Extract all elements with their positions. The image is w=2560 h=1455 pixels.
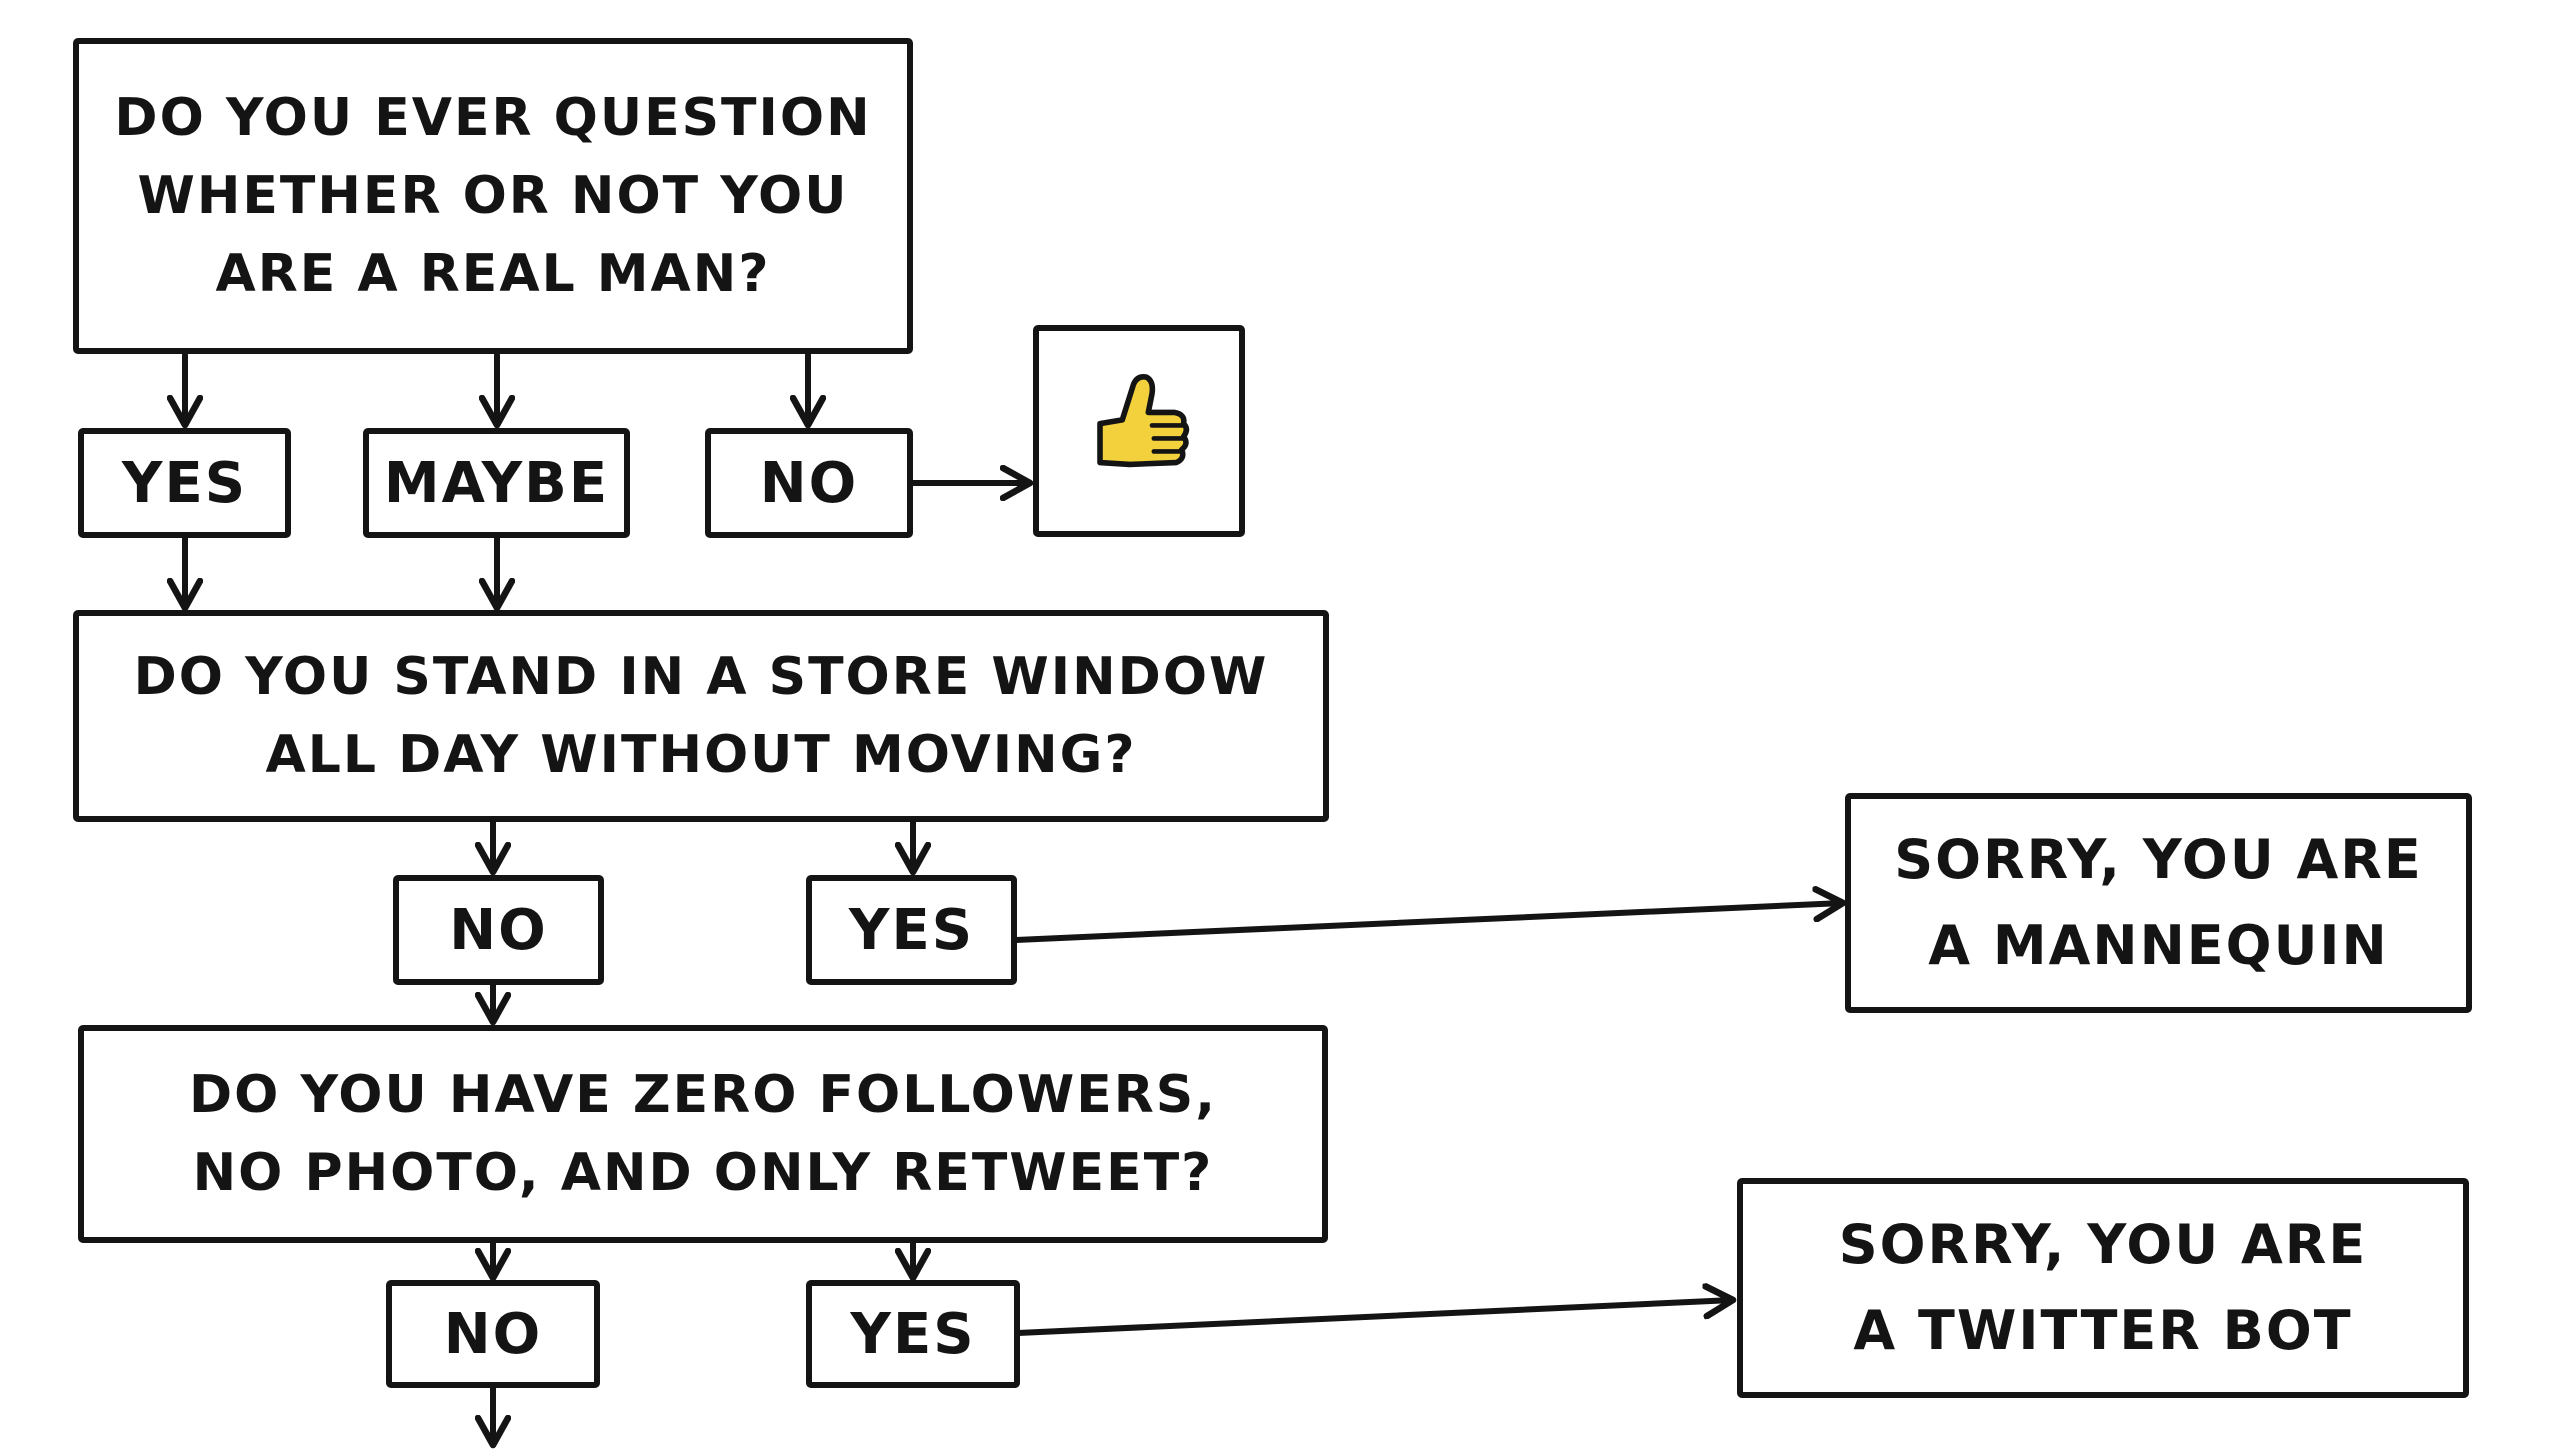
answer-yes-box: YES [78, 428, 291, 538]
answer-yes-label: YES [850, 1301, 976, 1367]
question-line: DO YOU EVER QUESTION [114, 88, 872, 148]
result-twitter-bot-text: SORRY, YOU ARE A TWITTER BOT [1839, 1202, 2367, 1375]
answer-no-label: NO [443, 1301, 543, 1367]
arrow-yes-to-bot [1015, 1300, 1733, 1336]
answer-no-box: NO [705, 428, 913, 538]
answer-no-label: NO [759, 450, 859, 516]
question-store-window-text: DO YOU STAND IN A STORE WINDOW ALL DAY W… [134, 638, 1269, 794]
question-line: ARE A REAL MAN? [215, 244, 771, 304]
thumbs-up-box [1033, 325, 1245, 537]
answer-yes-label: YES [848, 897, 975, 963]
result-mannequin-text: SORRY, YOU ARE A MANNEQUIN [1894, 817, 2422, 990]
result-line: A MANNEQUIN [1928, 914, 2389, 977]
answer-no-label: NO [449, 897, 548, 963]
answer-yes-box: YES [806, 875, 1017, 985]
arrow-yes-to-mannequin [1012, 903, 1843, 943]
answer-no-box: NO [386, 1280, 600, 1388]
answer-maybe-box: MAYBE [363, 428, 630, 538]
question-line: ALL DAY WITHOUT MOVING? [265, 725, 1137, 785]
question-real-man-box: DO YOU EVER QUESTION WHETHER OR NOT YOU … [73, 38, 913, 354]
result-line: SORRY, YOU ARE [1894, 827, 2423, 891]
question-line: NO PHOTO, AND ONLY RETWEET? [192, 1143, 1214, 1203]
answer-maybe-label: MAYBE [383, 450, 610, 516]
result-twitter-bot-box: SORRY, YOU ARE A TWITTER BOT [1737, 1178, 2469, 1398]
question-real-man-text: DO YOU EVER QUESTION WHETHER OR NOT YOU … [114, 79, 871, 313]
thumbs-up-icon [1097, 374, 1190, 468]
question-store-window-box: DO YOU STAND IN A STORE WINDOW ALL DAY W… [73, 610, 1329, 822]
question-followers-box: DO YOU HAVE ZERO FOLLOWERS, NO PHOTO, AN… [78, 1025, 1328, 1243]
answer-yes-box: YES [806, 1280, 1020, 1388]
question-line: WHETHER OR NOT YOU [137, 166, 849, 226]
result-line: SORRY, YOU ARE [1838, 1212, 2368, 1276]
result-mannequin-box: SORRY, YOU ARE A MANNEQUIN [1845, 793, 2472, 1013]
question-line: DO YOU HAVE ZERO FOLLOWERS, [189, 1065, 1217, 1125]
question-line: DO YOU STAND IN A STORE WINDOW [133, 647, 1269, 707]
answer-no-box: NO [393, 875, 604, 985]
question-followers-text: DO YOU HAVE ZERO FOLLOWERS, NO PHOTO, AN… [189, 1056, 1217, 1212]
answer-yes-label: YES [121, 450, 248, 516]
result-line: A TWITTER BOT [1853, 1299, 2353, 1362]
